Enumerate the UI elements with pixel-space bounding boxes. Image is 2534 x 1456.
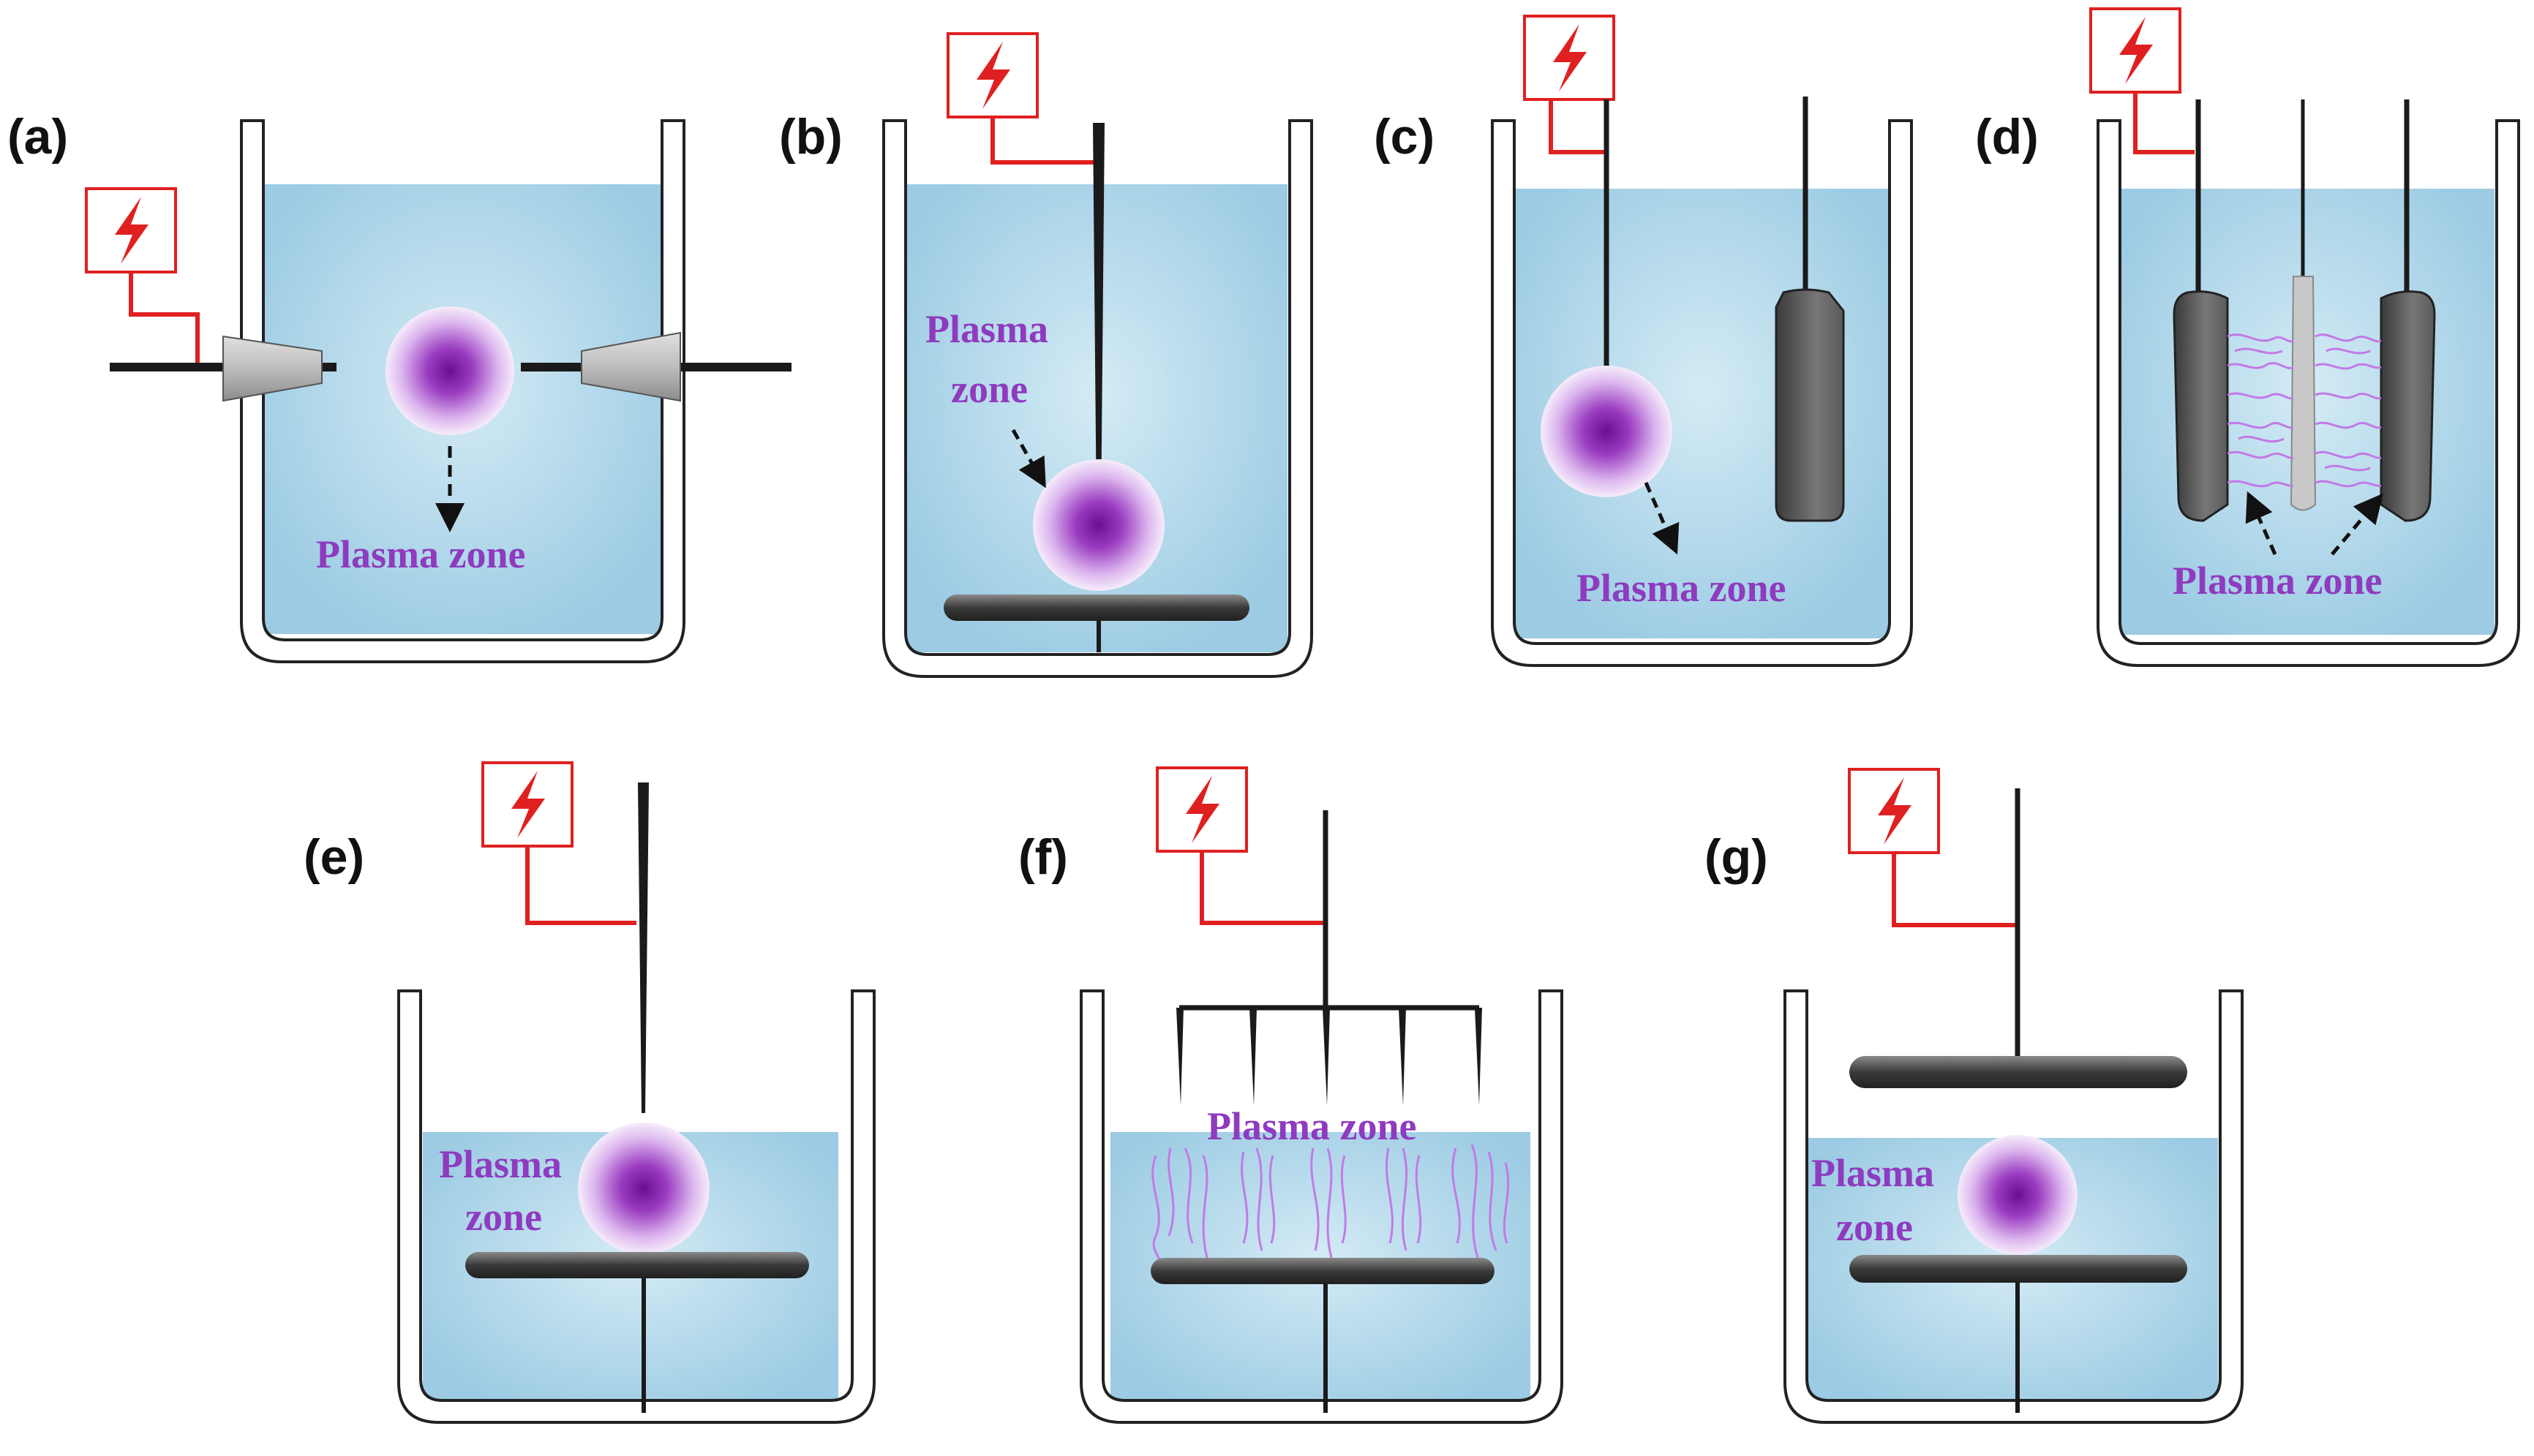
panel-label: (f) — [1018, 829, 1068, 885]
plasma-label: Plasma zone — [1576, 566, 1786, 610]
plasma-label: Plasma zone — [1207, 1104, 1416, 1148]
panel-f: (f) — [1018, 766, 1563, 1424]
plasma-zone — [1541, 366, 1672, 497]
arrow — [1644, 481, 1680, 555]
panel-g: (g) Plasma zone — [1704, 768, 2244, 1424]
plasma-filaments — [2227, 333, 2382, 488]
plasma-zone — [386, 306, 514, 435]
ground-electrode — [465, 1252, 809, 1278]
plasma-label: Plasma — [925, 307, 1048, 351]
power-source — [85, 187, 177, 274]
plasma-label: Plasma — [439, 1142, 562, 1186]
upper-electrode — [1849, 1056, 2187, 1088]
plasma-filaments — [1151, 1144, 1510, 1266]
power-source — [481, 761, 574, 848]
ground-electrode — [944, 595, 1249, 621]
electrode-plate-right — [2380, 290, 2436, 522]
wire — [2133, 92, 2195, 154]
plasma-label: Plasma zone — [2173, 559, 2382, 603]
panel-label: (b) — [779, 109, 843, 165]
plasma-label: Plasma — [1811, 1151, 1934, 1195]
panel-label: (g) — [1704, 829, 1768, 885]
ground-electrode — [1151, 1258, 1495, 1284]
panel-label: (e) — [304, 829, 364, 885]
arrow — [1011, 429, 1046, 489]
multi-pin-electrode — [1176, 810, 1482, 1106]
ground-electrode — [1849, 1255, 2187, 1283]
plasma-zone — [1033, 459, 1165, 591]
plasma-label: zone — [1836, 1205, 1913, 1249]
counter-electrode — [1775, 288, 1845, 522]
power-source — [1523, 15, 1615, 101]
panel-a: (a) Plasma zone — [7, 109, 792, 663]
plasma-label: Plasma zone — [316, 532, 525, 576]
beaker — [1783, 989, 2244, 1424]
panel-e: (e) Plasma zone — [304, 761, 876, 1424]
insulator-left — [222, 335, 323, 402]
power-source — [1848, 768, 1940, 854]
wire — [525, 846, 636, 925]
wire — [129, 272, 200, 366]
arrow-left — [2245, 491, 2277, 556]
power-source — [1156, 766, 1248, 853]
beaker — [397, 989, 876, 1424]
panel-label: (d) — [1975, 109, 2039, 165]
wire — [990, 117, 1094, 165]
power-source — [947, 32, 1039, 118]
electrode-plate-left — [2173, 290, 2229, 522]
panel-label: (a) — [7, 109, 68, 165]
beaker — [882, 119, 1313, 678]
panel-b: (b) Plasma zone — [779, 32, 1313, 678]
needle-electrode — [638, 782, 649, 1113]
beaker — [240, 119, 685, 663]
panel-c: (c) Plasma zone — [1374, 15, 1913, 667]
arrow-right — [2331, 493, 2383, 556]
needle-electrode — [1093, 123, 1105, 519]
wire — [1549, 99, 1606, 154]
panel-label: (c) — [1374, 109, 1435, 165]
beaker — [1491, 119, 1913, 667]
plasma-zone — [578, 1123, 710, 1254]
wire — [1892, 853, 2016, 927]
beaker — [2097, 119, 2520, 667]
wire — [1200, 851, 1324, 925]
panel-d: (d) — [1975, 7, 2520, 667]
power-source — [2089, 7, 2181, 94]
plasma-label: zone — [951, 367, 1028, 411]
plasma-zone — [1958, 1135, 2078, 1255]
center-membrane — [2290, 276, 2317, 511]
plasma-label: zone — [465, 1195, 542, 1239]
insulator-right — [581, 331, 681, 402]
beaker — [1080, 989, 1563, 1424]
